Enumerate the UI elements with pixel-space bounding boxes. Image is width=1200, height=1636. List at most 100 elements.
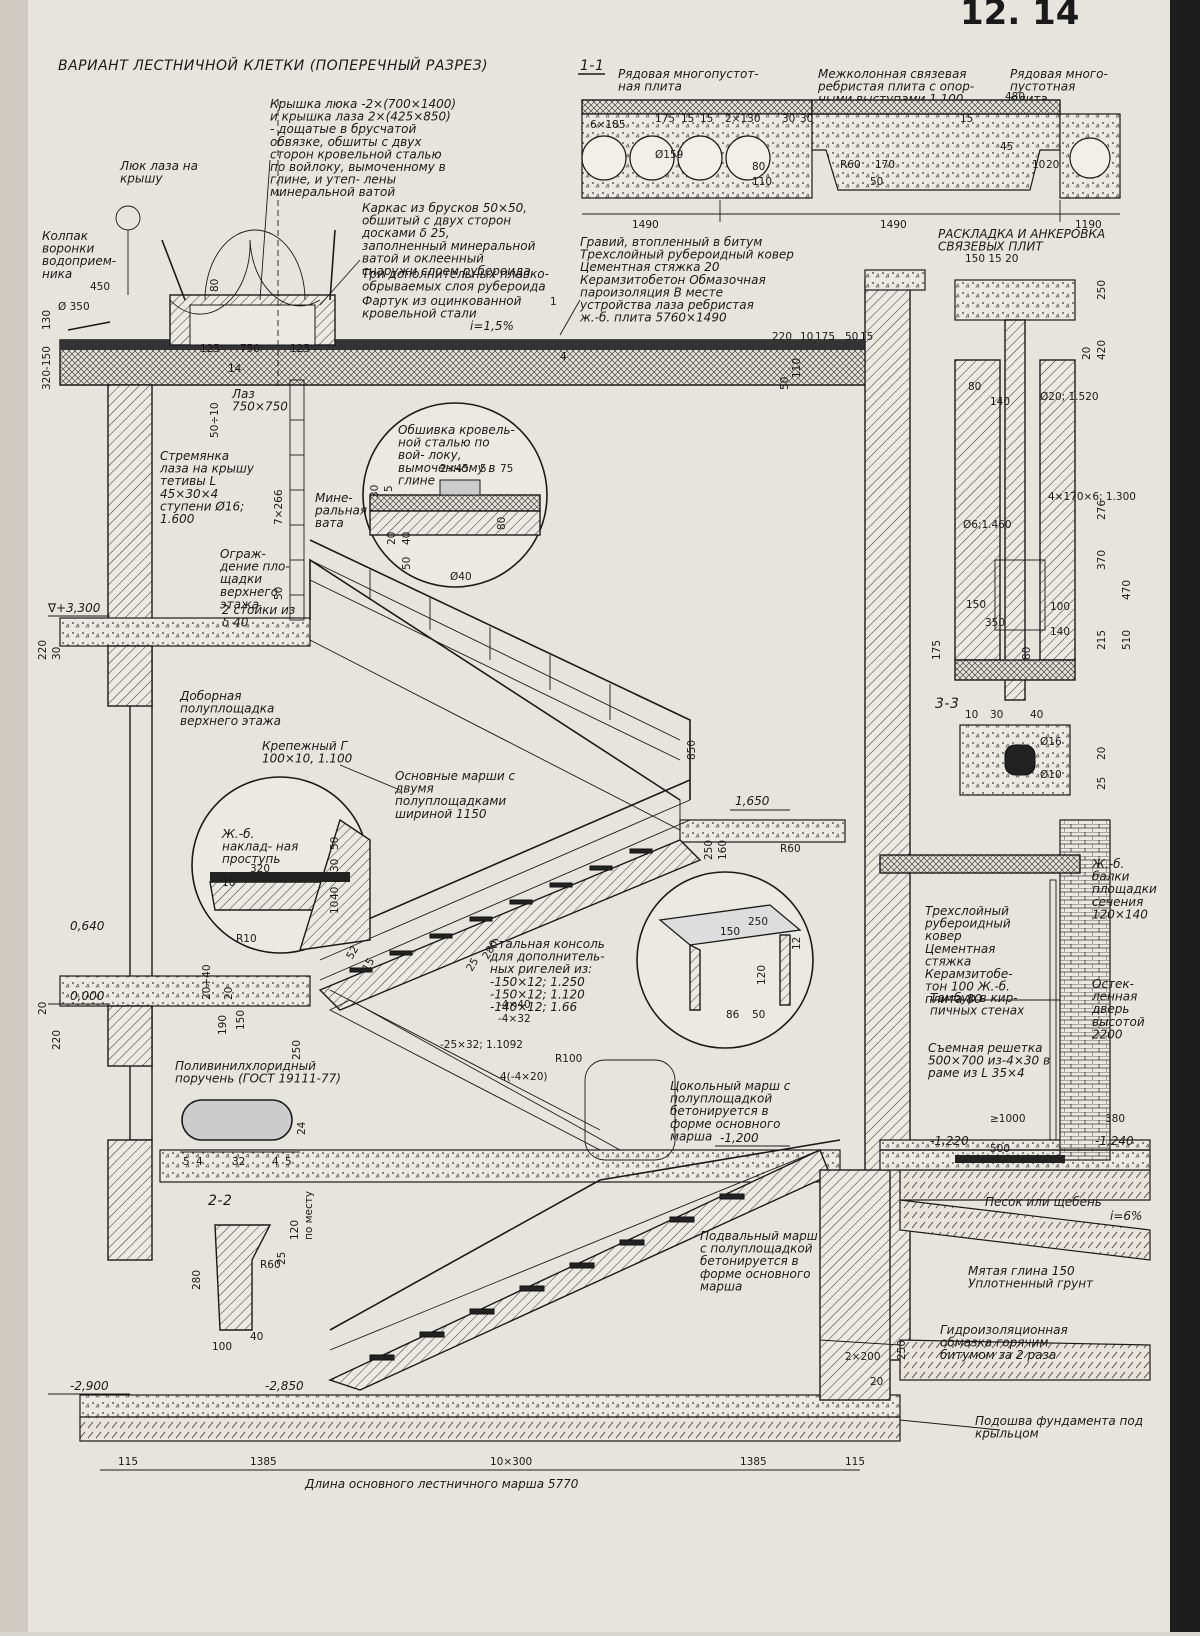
roof-dim-110: 110 [791, 358, 803, 378]
ties-dim-350: 350 [985, 617, 1005, 629]
dim-500: 500 [990, 1143, 1010, 1155]
roof-dim-125-a: 125 [200, 343, 220, 355]
ties-dim-470: 470 [1121, 580, 1133, 600]
level-dim-250: 250 [291, 1040, 303, 1060]
handrail-dim-4-b: 4 [272, 1156, 279, 1168]
skin-dim-80: 80 [496, 517, 508, 530]
level-dim-220-b: 220 [51, 1030, 63, 1050]
mid-dim-160: 160 [717, 840, 729, 860]
dim-50-left: 50 [273, 587, 285, 600]
s33-dim-30: 30 [990, 709, 1003, 721]
mid-dim-r60: R60 [780, 843, 801, 855]
section-1-1-label: 1-1 [580, 58, 604, 74]
s33-dim-40: 40 [1030, 709, 1043, 721]
tread-dim-10: 10 [222, 877, 235, 889]
dim-20: 20 [1046, 159, 1059, 171]
mark-m2900: -2,900 [70, 1379, 109, 1393]
roof-dim-15: 15 [860, 331, 873, 343]
ties-dim-175: 175 [931, 640, 943, 660]
s22-dim-40: 40 [250, 1331, 263, 1343]
bottom-dim-115-b: 115 [845, 1456, 865, 1468]
dim-50: 50 [870, 176, 883, 188]
vestibule [879, 819, 1150, 1163]
tread-dim-r10: R10 [236, 933, 257, 945]
ties-dim-80: 80 [968, 381, 981, 393]
bottom-title: Длина основного лестничного марша 5770 [304, 1477, 579, 1491]
bracket-dim-25x32: -25×32; 1.1092 [440, 1039, 523, 1051]
dim-7x266: 7×266 [273, 489, 285, 525]
level-dim-30: 30 [51, 647, 63, 660]
mid-dim-250: 250 [703, 840, 715, 860]
ties-dim-150: 150 [966, 599, 986, 611]
handrail-dim-5-a: 5 [183, 1156, 190, 1168]
dim-175: 175 [655, 113, 675, 125]
ties-dim-215: 215 [1096, 630, 1108, 650]
skin-dim-2x45: 2×45 [440, 463, 469, 475]
handrail-dim-4-a: 4 [196, 1156, 203, 1168]
dim-30-b: 30 [800, 113, 813, 125]
console-dim-250: 250 [748, 916, 768, 928]
roof-dim-50-10: 50÷10 [209, 402, 221, 438]
mark-m1240: -1,240 [1095, 1134, 1134, 1148]
s33-dim-20: 20 [1096, 747, 1108, 760]
sand-note: Песок или щебень [985, 1195, 1102, 1209]
mark-1650: 1,650 [735, 794, 770, 808]
ties-dims-top: 150 15 20 [965, 253, 1018, 265]
tread-dim-10-b: 10 [329, 901, 341, 914]
ties-dim-140-b: 140 [1050, 626, 1070, 638]
roof-section-marker: 1 [550, 296, 557, 308]
bottom-dim-1385-b: 1385 [740, 1456, 767, 1468]
mark-0640: 0,640 [70, 919, 105, 933]
ties-dim-d6: Ø6;1.460 [963, 519, 1012, 531]
ties-dim-370: 370 [1096, 550, 1108, 570]
level-dim-150: 150 [235, 1010, 247, 1030]
roof-dim-14: 14 [228, 363, 242, 375]
console-dim-150: 150 [720, 926, 740, 938]
roof-slope: i=1,5% [470, 319, 514, 333]
roof-dim-220: 220 [772, 331, 792, 343]
level-dim-190: 190 [217, 1015, 229, 1035]
dim-380: 380 [1105, 1113, 1125, 1125]
skin-dim-50: 50 [401, 557, 413, 570]
roof-dim-175: 175 [815, 331, 835, 343]
dim-45: 45 [1000, 141, 1013, 153]
page-number: 12. 14 [960, 0, 1079, 33]
handrail-dim-32: 32 [232, 1156, 245, 1168]
roof-dim-d350: Ø 350 [58, 301, 90, 313]
skin-dim-20: 20 [386, 532, 398, 545]
mark-m1220: -1,220 [930, 1134, 969, 1148]
ground-landing-slab [59, 975, 311, 1007]
mid-dim-25: 25 [464, 956, 481, 974]
bracket-dim-4x20: 4(-4×20) [500, 1071, 548, 1083]
s22-dim-120: 120 [289, 1220, 301, 1240]
roof-dim-10: 10 [800, 331, 813, 343]
mid-dim-850: 850 [686, 740, 698, 760]
vestibule-note: Тамбур в кир-пичных стенах [930, 991, 1025, 1018]
s33-dim-d16: Ø16 [1040, 736, 1062, 748]
mid-dim-52: 52 [344, 944, 361, 962]
section-2-2-label: 2-2 [208, 1193, 232, 1209]
tread-dim-50: 50 [329, 837, 341, 850]
ties-dim-276: 276 [1096, 500, 1108, 520]
roof-dim-50-b: 50 [779, 377, 791, 390]
right-slope: i=6% [1110, 1209, 1142, 1223]
left-structure [59, 379, 841, 1261]
level-dim-220-a: 220 [37, 640, 49, 660]
leader-lines [259, 159, 1060, 1431]
bottom-dim-20: 20 [870, 1376, 883, 1388]
skin-dim-75: 75 [500, 463, 513, 475]
